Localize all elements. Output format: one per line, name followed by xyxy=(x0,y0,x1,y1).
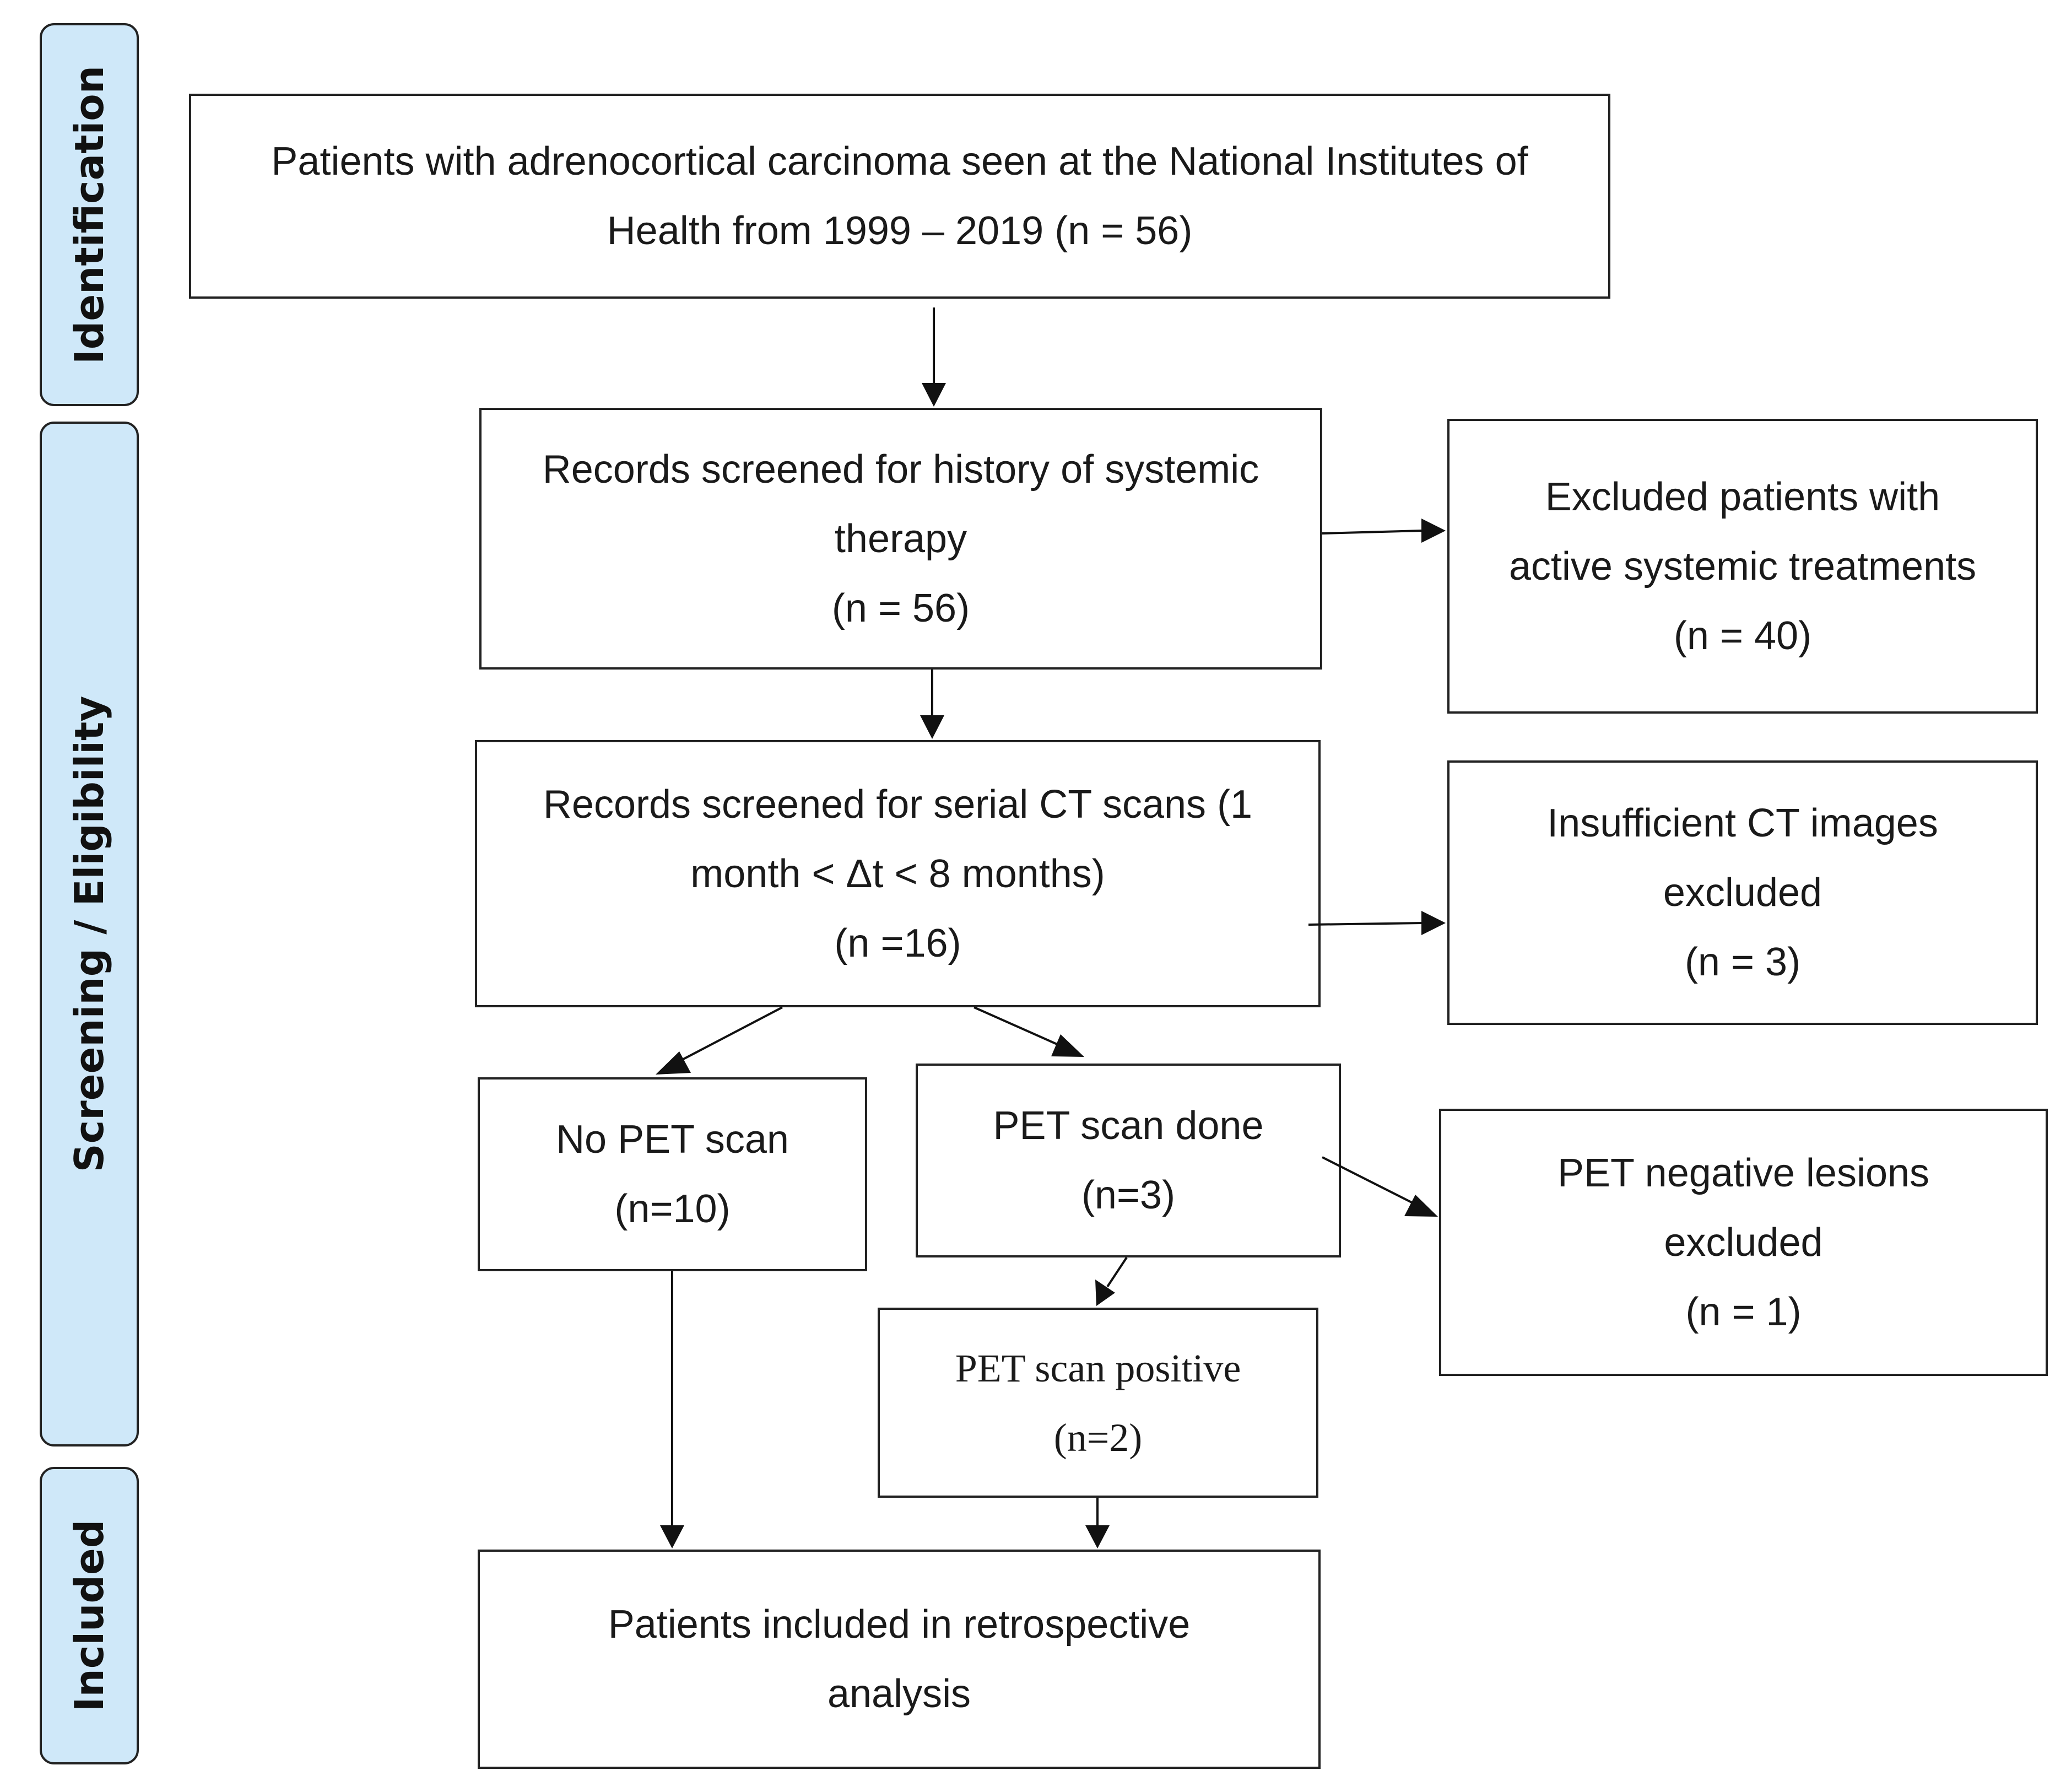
arrowhead-pet-positive-to-included xyxy=(1085,1525,1110,1548)
no-pet-line-1: No PET scan xyxy=(556,1118,789,1162)
phase-screening-eligibility: Screening / Eligibility xyxy=(40,422,139,1446)
pet-scan-done-box: PET scan done (n=3) xyxy=(916,1064,1341,1257)
pet-negative-line-1: PET negative lesions xyxy=(1557,1151,1930,1195)
arrow-ct-to-pet-done xyxy=(973,1006,1064,1048)
ct-screening-box: Records screened for serial CT scans (1 … xyxy=(475,740,1321,1007)
ct-screening-line-1: Records screened for serial CT scans (1 xyxy=(543,782,1253,827)
pet-done-line-1: PET scan done xyxy=(993,1104,1264,1148)
arrowhead-pet-done-to-positive xyxy=(1095,1280,1115,1306)
no-pet-scan-box: No PET scan (n=10) xyxy=(478,1077,867,1271)
phase-included: Included xyxy=(40,1467,139,1764)
arrow-ct-to-no-pet xyxy=(674,1006,783,1065)
included-patients-box: Patients included in retrospective analy… xyxy=(478,1550,1321,1769)
excluded-active-count: (n = 40) xyxy=(1673,613,1812,658)
pet-negative-excluded-box: PET negative lesions excluded (n = 1) xyxy=(1439,1109,2048,1376)
ct-screening-line-2: month < Δt < 8 months) xyxy=(690,851,1105,896)
arrowhead-ct-to-excluded xyxy=(1421,911,1446,935)
therapy-screening-box: Records screened for history of systemic… xyxy=(479,408,1322,670)
arrowhead-ct-to-no-pet xyxy=(656,1051,691,1075)
ct-screening-count: (n =16) xyxy=(834,921,961,965)
phase-included-label: Included xyxy=(66,1519,112,1712)
arrowhead-therapy-to-ct xyxy=(920,715,944,739)
identification-line-1: Patients with adrenocortical carcinoma s… xyxy=(271,139,1528,183)
excluded-active-treatment-box: Excluded patients with active systemic t… xyxy=(1447,419,2038,714)
phase-screening-label: Screening / Eligibility xyxy=(66,695,112,1173)
arrowhead-identification-to-therapy xyxy=(922,383,946,407)
pet-scan-positive-box: PET scan positive (n=2) xyxy=(878,1308,1318,1498)
arrowhead-pet-done-to-negative xyxy=(1404,1195,1438,1217)
excluded-active-line-1: Excluded patients with xyxy=(1545,474,1940,519)
no-pet-count: (n=10) xyxy=(614,1187,731,1231)
pet-done-count: (n=3) xyxy=(1081,1173,1176,1217)
pet-negative-line-2: excluded xyxy=(1664,1220,1823,1265)
included-line-2: analysis xyxy=(827,1672,971,1716)
excluded-ct-line-1: Insufficient CT images xyxy=(1547,801,1938,845)
phase-identification: Identification xyxy=(40,23,139,406)
arrow-pet-done-to-positive xyxy=(1106,1256,1128,1288)
arrowhead-ct-to-pet-done xyxy=(1051,1034,1084,1057)
included-line-1: Patients included in retrospective xyxy=(608,1602,1191,1647)
pet-positive-count: (n=2) xyxy=(1053,1415,1143,1460)
arrow-therapy-to-excluded xyxy=(1322,530,1423,535)
pet-positive-line-1: PET scan positive xyxy=(955,1346,1241,1390)
excluded-ct-count: (n = 3) xyxy=(1684,940,1801,984)
identification-line-2: Health from 1999 – 2019 (n = 56) xyxy=(607,209,1193,253)
excluded-insufficient-ct-box: Insufficient CT images excluded (n = 3) xyxy=(1447,760,2038,1025)
therapy-screening-count: (n = 56) xyxy=(831,586,970,630)
pet-negative-count: (n = 1) xyxy=(1685,1289,1802,1334)
arrowhead-therapy-to-excluded xyxy=(1421,519,1446,543)
therapy-screening-line-2: therapy xyxy=(834,516,967,561)
arrow-ct-to-excluded xyxy=(1308,922,1423,926)
therapy-screening-line-1: Records screened for history of systemic xyxy=(542,447,1259,492)
identification-box: Patients with adrenocortical carcinoma s… xyxy=(189,94,1610,299)
arrowhead-no-pet-to-included xyxy=(660,1525,684,1548)
phase-identification-label: Identification xyxy=(66,65,112,364)
excluded-ct-line-2: excluded xyxy=(1663,871,1822,915)
excluded-active-line-2: active systemic treatments xyxy=(1508,544,1977,589)
